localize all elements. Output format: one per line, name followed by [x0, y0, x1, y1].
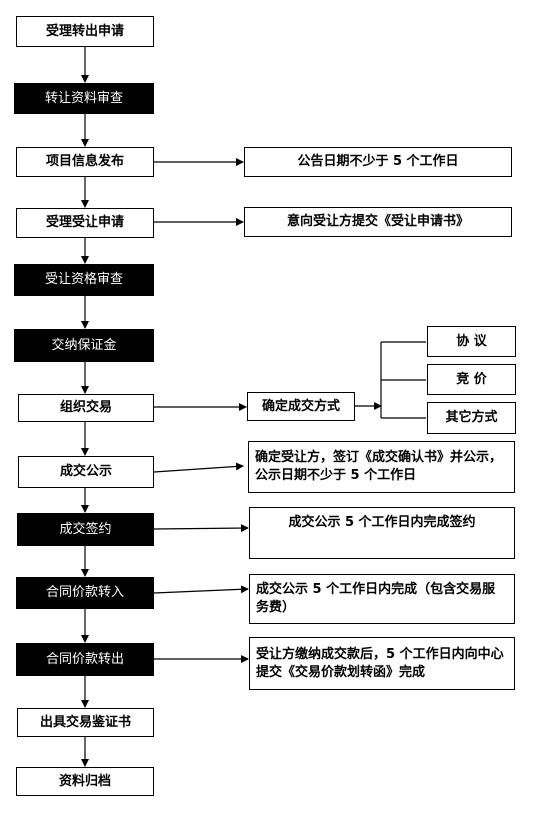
step-deal-signing: 成交签约	[17, 513, 154, 546]
step-organize-trade: 组织交易	[18, 394, 154, 422]
step-accept-purchase-application: 受理受让申请	[16, 208, 154, 238]
step-contract-payment-out: 合同价款转出	[16, 643, 154, 676]
arrow-to-confirm-note	[153, 462, 244, 473]
note-intent-submit: 意向受让方提交《受让申请书》	[244, 207, 512, 237]
node-trade-method: 确定成交方式	[247, 392, 355, 421]
arrow-to-sign-note	[153, 524, 249, 533]
note-confirm-buyer: 确定受让方，签订《成交确认书》并公示，公示日期不少于 5 个工作日	[248, 441, 515, 493]
note-publish-period: 公告日期不少于 5 个工作日	[244, 147, 512, 177]
step-project-info-release: 项目信息发布	[16, 147, 154, 177]
option-negotiation: 协 议	[427, 326, 516, 357]
note-sign-deadline: 成交公示 5 个工作日内完成签约	[249, 507, 515, 559]
step-accept-transfer-application: 受理转出申请	[16, 16, 154, 47]
step-issue-certificate: 出具交易鉴证书	[17, 708, 154, 737]
note-payment-out: 受让方缴纳成交款后，5 个工作日内向中心提交《交易价款划转函》完成	[249, 637, 515, 690]
note-payment-in: 成交公示 5 个工作日内完成（包含交易服务费）	[249, 574, 515, 624]
step-transfer-materials-review: 转让资料审查	[14, 83, 154, 114]
option-bidding: 竞 价	[427, 364, 516, 395]
step-archive-materials: 资料归档	[16, 767, 154, 796]
step-contract-payment-in: 合同价款转入	[16, 577, 154, 609]
step-deal-announcement: 成交公示	[18, 456, 154, 488]
step-buyer-qualification-review: 受让资格审查	[14, 264, 154, 296]
step-pay-deposit: 交纳保证金	[14, 329, 154, 362]
option-other: 其它方式	[427, 402, 516, 434]
arrow-to-payin-note	[153, 585, 249, 594]
